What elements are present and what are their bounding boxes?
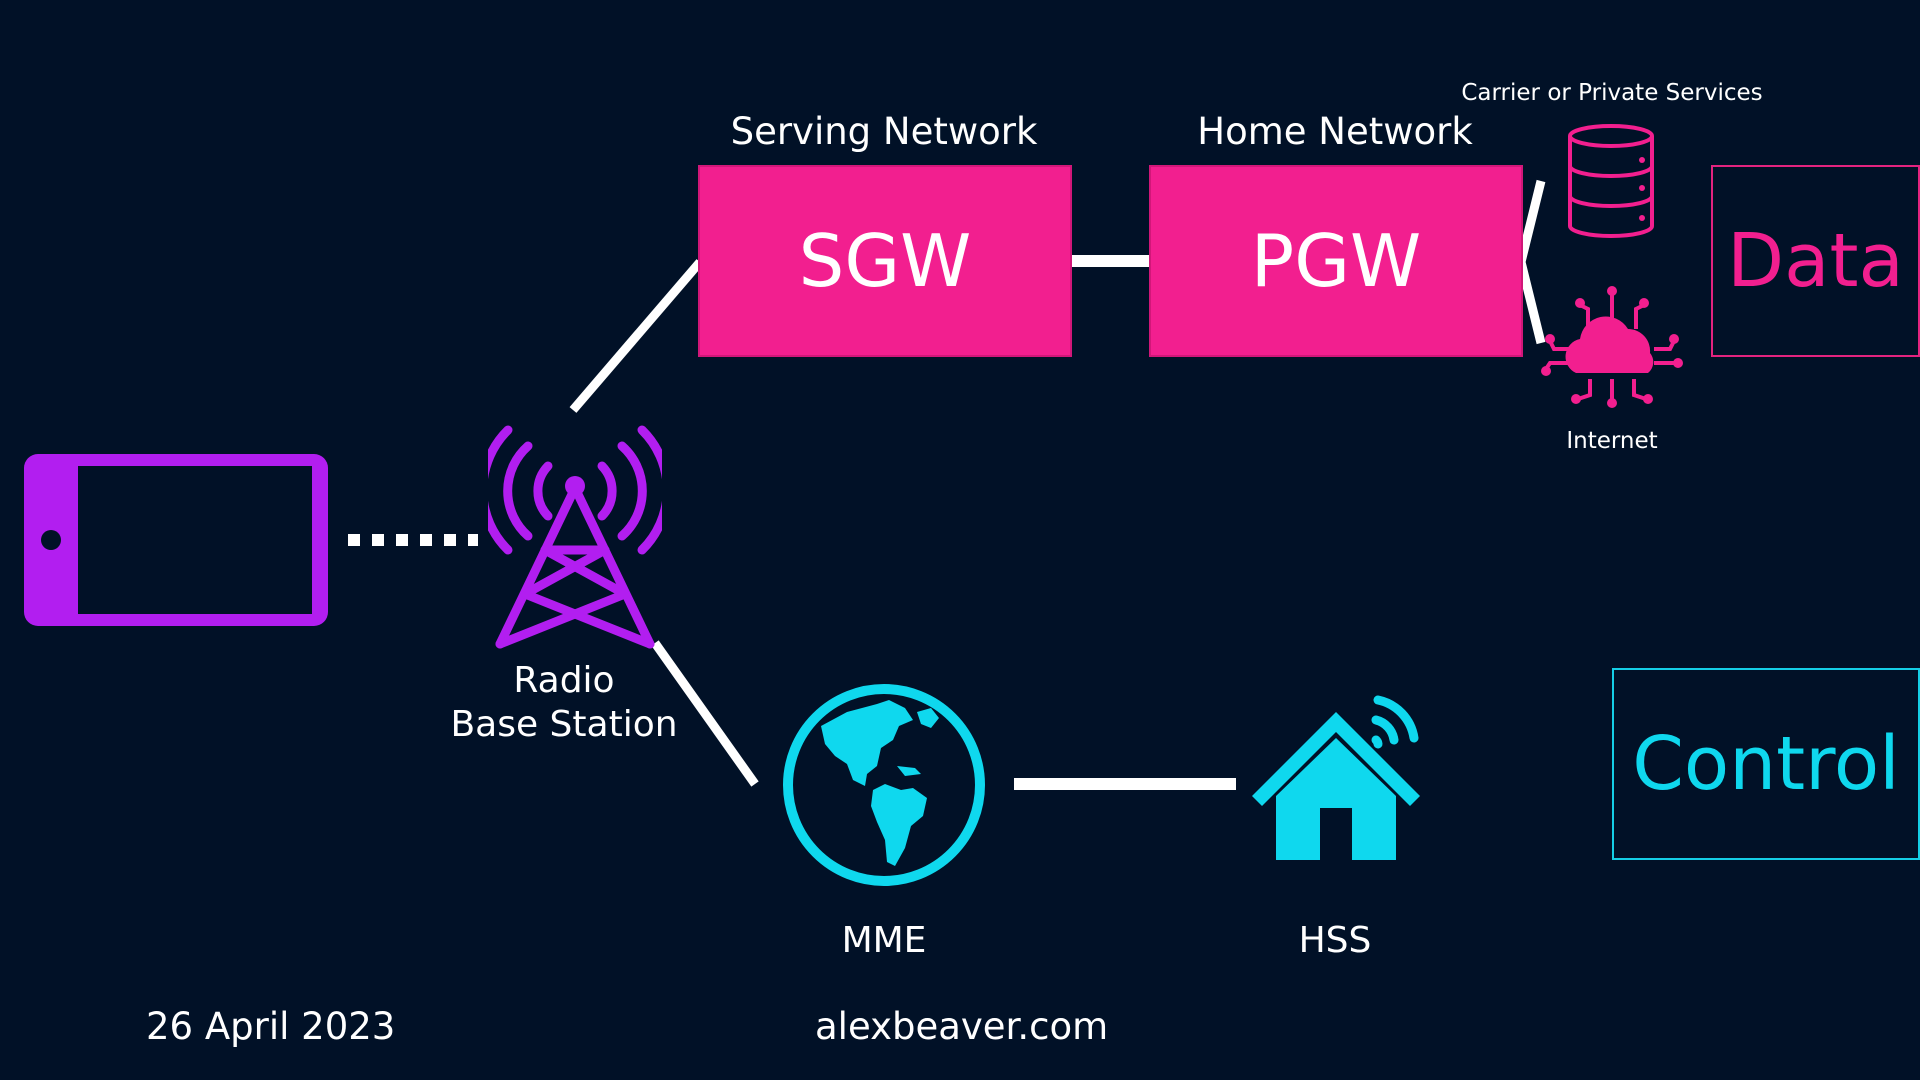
mme-label: MME xyxy=(841,920,927,961)
footer-site: alexbeaver.com xyxy=(815,1005,1109,1048)
phone-icon xyxy=(24,454,328,626)
pgw-label: PGW xyxy=(1250,219,1422,303)
serving-network-label: Serving Network xyxy=(730,110,1038,153)
smart-home-icon xyxy=(1252,695,1420,860)
internet-label: Internet xyxy=(1566,428,1658,454)
tower-sgw-link xyxy=(569,259,704,413)
base-station-label-line1: Radio xyxy=(513,660,615,701)
data-legend-label: Data xyxy=(1727,218,1904,304)
hss-label: HSS xyxy=(1298,920,1372,961)
tower-mme-link xyxy=(651,640,759,787)
database-icon xyxy=(1568,124,1654,238)
carrier-services-label: Carrier or Private Services xyxy=(1461,80,1763,106)
control-legend-label: Control xyxy=(1632,721,1900,807)
sgw-box: SGW xyxy=(698,165,1072,357)
globe-icon xyxy=(783,684,985,886)
pgw-box: PGW xyxy=(1149,165,1523,357)
data-legend: Data xyxy=(1711,165,1920,357)
radio-tower-icon xyxy=(488,425,662,649)
home-network-label: Home Network xyxy=(1197,110,1473,153)
sgw-label: SGW xyxy=(798,219,972,303)
control-legend: Control xyxy=(1612,668,1920,860)
cloud-network-icon xyxy=(1541,286,1683,408)
base-station-label-line2: Base Station xyxy=(450,704,678,745)
pgw-services-link xyxy=(1516,179,1546,345)
footer-date: 26 April 2023 xyxy=(146,1005,396,1048)
